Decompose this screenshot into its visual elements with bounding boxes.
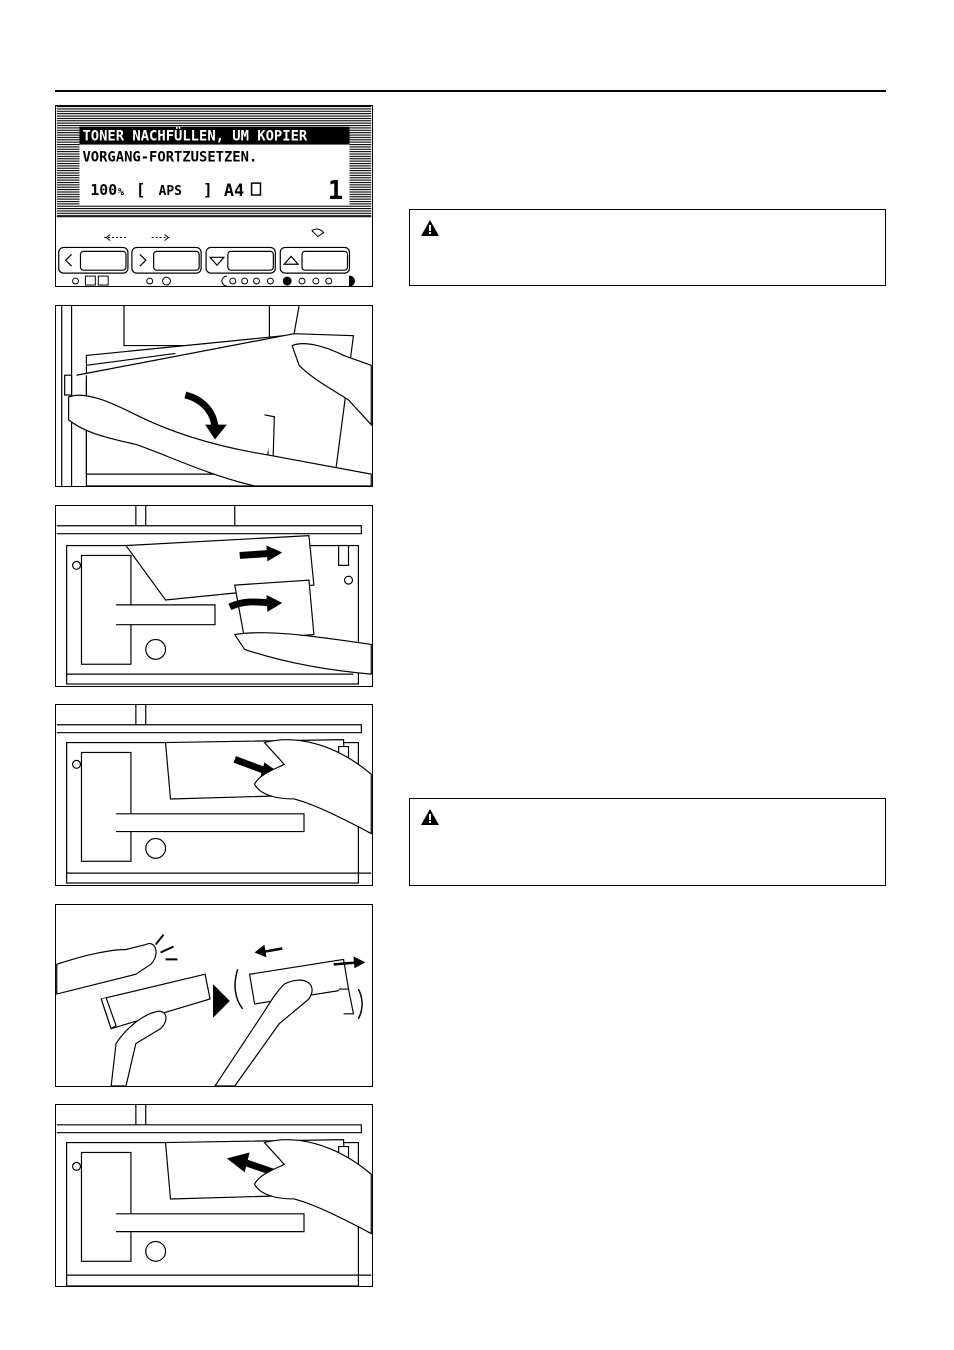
- header-rule: [55, 90, 886, 92]
- arrow-left-icon: [226, 1152, 250, 1173]
- zoom-unit: %: [118, 187, 124, 198]
- hand-icon: [311, 228, 325, 238]
- copy-count: 1: [328, 176, 343, 206]
- warning-box-1: [409, 209, 886, 286]
- arrow-right-icon: [266, 545, 283, 562]
- operation-panel-illustration: TONER NACHFÜLLEN, UM KOPIER VORGANG-FORT…: [55, 105, 373, 287]
- arrow-right-icon: [353, 956, 366, 969]
- arrow-right-icon: [139, 253, 147, 267]
- paper-orientation-icon: [250, 182, 262, 196]
- svg-text:]: ]: [203, 180, 213, 199]
- indicator-row: [72, 275, 355, 286]
- zoom-value: 100: [90, 182, 117, 199]
- paper-mode: APS: [159, 184, 182, 199]
- open-front-cover-illustration: [55, 305, 373, 487]
- svg-text:[: [: [136, 180, 146, 199]
- insert-toner-container-illustration: [55, 1104, 373, 1287]
- warning-icon: [421, 809, 439, 825]
- warning-icon: [421, 220, 439, 236]
- toner-release-illustration: [55, 505, 373, 687]
- arrow-left-icon: [64, 253, 73, 267]
- arrow-up-icon: [282, 255, 300, 265]
- warning-box-2: [409, 798, 886, 886]
- arrow-down-icon: [205, 424, 227, 440]
- display-line-1: TONER NACHFÜLLEN, UM KOPIER: [82, 127, 307, 145]
- paper-size: A4: [224, 180, 244, 200]
- remove-toner-container-illustration: [55, 704, 373, 886]
- arrow-right-icon: [213, 984, 230, 1018]
- arrow-left-icon: [254, 944, 267, 958]
- hands: [253, 739, 372, 835]
- hands: [233, 632, 372, 675]
- hands: [68, 343, 372, 486]
- hands: [253, 1139, 372, 1235]
- shake-toner-container-illustration: [55, 904, 373, 1087]
- key-hints: [104, 228, 325, 241]
- display-line-2: VORGANG-FORTZUSETZEN.: [82, 149, 257, 165]
- arrow-down-icon: [208, 256, 226, 267]
